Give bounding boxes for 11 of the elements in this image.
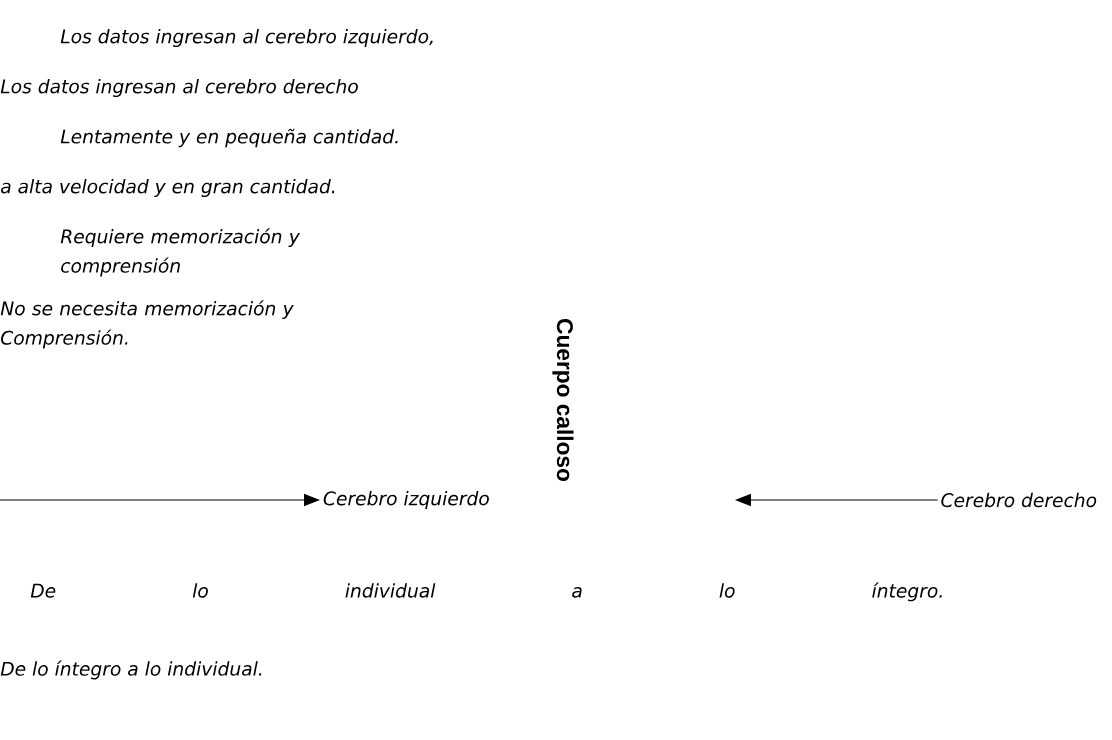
text: No se necesita memorización y Comprensión. (0, 300, 294, 349)
text: Lentamente y en pequeña cantidad. (60, 128, 398, 148)
text: De lo individual a lo íntegro. (30, 582, 942, 602)
text: Cuerpo calloso (552, 319, 574, 481)
text: Los datos ingresan al cerebro derecho (0, 79, 358, 98)
brain-side-text: Cerebro izquierdo (323, 491, 489, 509)
brain-side-text: Cerebro derecho (941, 492, 1097, 508)
text: Requiere memorización y comprensión (60, 228, 300, 277)
text: Los datos ingresan al cerebro izquierdo, (60, 29, 433, 48)
text: a alta velocidad y en gran cantidad. (1, 179, 335, 198)
text: De lo íntegro a lo individual. (0, 660, 262, 680)
